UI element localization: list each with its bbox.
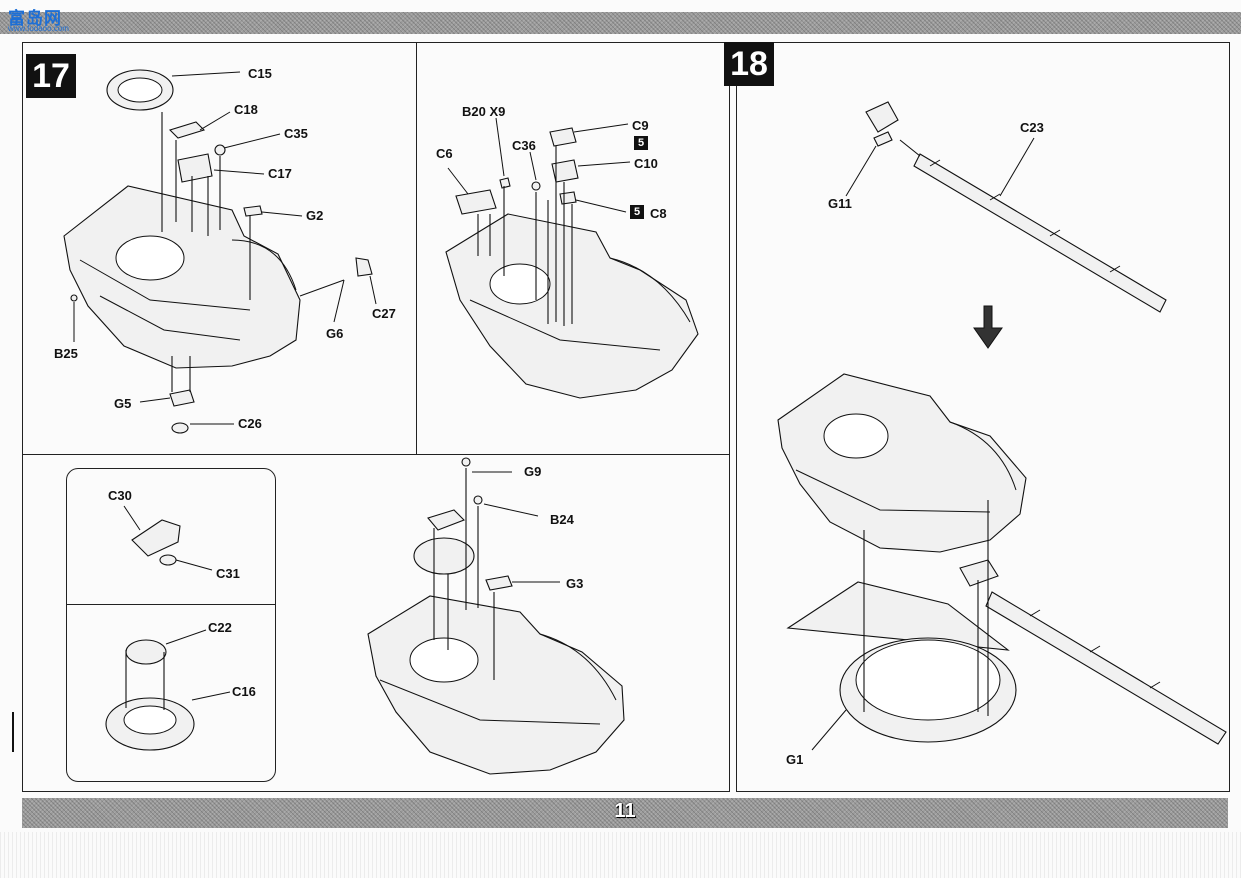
- label-b20: B20 X9: [462, 104, 506, 119]
- step-number-17: 17: [26, 54, 76, 98]
- label-b25: B25: [54, 346, 78, 361]
- decal-c8-icon: 5: [630, 205, 644, 219]
- label-g9: G9: [524, 464, 542, 479]
- site-logo: 富岛网: [8, 9, 62, 28]
- site-logo-subtitle: www.fudaoo.com: [8, 24, 69, 33]
- step17-top-left-panel: [22, 42, 417, 455]
- label-c16: C16: [232, 684, 256, 699]
- label-g1: G1: [786, 752, 804, 767]
- label-c26: C26: [238, 416, 262, 431]
- down-arrow-icon: [973, 305, 1003, 349]
- turret-assembly-17c: [367, 457, 625, 775]
- top-band: [0, 12, 1241, 34]
- label-c8: C8: [650, 206, 667, 221]
- turret-assembly-17a: [63, 69, 377, 434]
- label-c22: C22: [208, 620, 232, 635]
- page-number: 11: [614, 800, 636, 822]
- inset-subassemblies: [105, 505, 231, 751]
- label-b24: B24: [550, 512, 574, 527]
- label-c36: C36: [512, 138, 536, 153]
- step18-panel: [736, 42, 1230, 792]
- turret-assembly-17b: [445, 117, 699, 399]
- turret-with-ring-18: [777, 373, 1227, 751]
- subassembly-inset: [66, 468, 276, 782]
- decal-c9-icon: 5: [634, 136, 648, 150]
- paper-grain: [0, 832, 1241, 878]
- label-c6: C6: [436, 146, 453, 161]
- label-c30: C30: [108, 488, 132, 503]
- label-g3: G3: [566, 576, 584, 591]
- bottom-band: 11: [22, 798, 1228, 828]
- label-g2: G2: [306, 208, 324, 223]
- label-g11: G11: [828, 196, 852, 211]
- label-c15: C15: [248, 66, 272, 81]
- inset-divider: [66, 604, 276, 605]
- label-g5: G5: [114, 396, 132, 411]
- binding-mark: [12, 712, 14, 752]
- label-c23: C23: [1020, 120, 1044, 135]
- label-c10: C10: [634, 156, 658, 171]
- label-c35: C35: [284, 126, 308, 141]
- step-number-18: 18: [724, 42, 774, 86]
- label-c18: C18: [234, 102, 258, 117]
- label-g6: G6: [326, 326, 344, 341]
- step17-top-right-panel: [416, 42, 730, 455]
- step17-bottom-panel: [22, 454, 730, 792]
- label-c27: C27: [372, 306, 396, 321]
- label-c9: C9: [632, 118, 649, 133]
- gun-barrel-subassembly: [845, 101, 1167, 313]
- label-c31: C31: [216, 566, 240, 581]
- label-c17: C17: [268, 166, 292, 181]
